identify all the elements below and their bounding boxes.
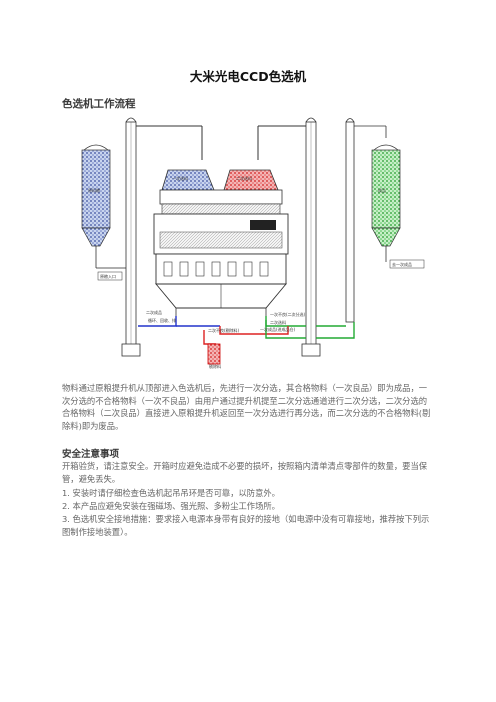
far-right-elevator [345,118,387,323]
color-sorter-machine: 一次选料 二次选料 [153,169,289,316]
section-heading-workflow: 色选机工作流程 [62,98,136,110]
tank-right-label: 成品 [378,187,386,193]
right-bucket-elevator [257,117,321,357]
safety-item-2: 2. 本产品应避免安装在强磁场、强光照、多粉尘工作场所。 [62,501,280,511]
section-heading-safety: 安全注意事项 [62,449,120,460]
left-hopper-tank: 原料粮 [81,144,111,269]
safety-intro: 开箱验货，请注意安全。开箱时应避免造成不必要的损坏，按照箱内清单清点零部件的数量… [62,461,428,484]
page-title: 大米光电CCD色选机 [189,69,307,84]
safety-item-3: 3. 色选机安全接地措施：要求接入电源本身带有良好的接地（如电源中没有可靠接地，… [62,514,430,537]
workflow-paragraph: 物料通过原粮提升机从顶部进入色选机后，先进行一次分选，其合格物料（一次良品）即为… [62,383,431,431]
tank-left-label: 原料粮 [88,187,100,193]
machine-right-label: 二次选料 [236,175,252,181]
reject-sack: 剔除料 [207,343,221,369]
pipe-label-4: 二次选料 [270,319,286,325]
pipe-label-2: 一次不良(二次分选) [270,311,306,317]
pipe-label-1: 二次成品 [146,309,162,315]
pipe-labels: 二次成品 一次不良(二次分选) 二次不良(剔除料) 二次选料 一次成品(进成品仓… [146,309,306,333]
pipe-label-5: 一次成品(进成品仓) [260,326,296,332]
flow-pipes [138,316,355,345]
safety-item-1: 1. 安装时请仔细检查色选机起吊吊环是否可靠，以防意外。 [62,488,280,498]
pipe-label-6: 循环、回收、排 [148,317,176,323]
sack-label: 剔除料 [209,363,221,369]
sorting-flow-diagram: 原料粮 原粮入口 一次选料 [81,117,425,369]
machine-left-label: 一次选料 [172,175,188,181]
left-bottom-label: 原粮入口 [100,273,116,279]
pipe-label-3: 二次不良(剔除料) [208,327,240,333]
left-bucket-elevator: 原粮入口 [97,117,203,357]
right-bottom-label: 去一次成品 [392,261,412,267]
right-hopper-tank: 成品 去一次成品 [371,144,425,269]
